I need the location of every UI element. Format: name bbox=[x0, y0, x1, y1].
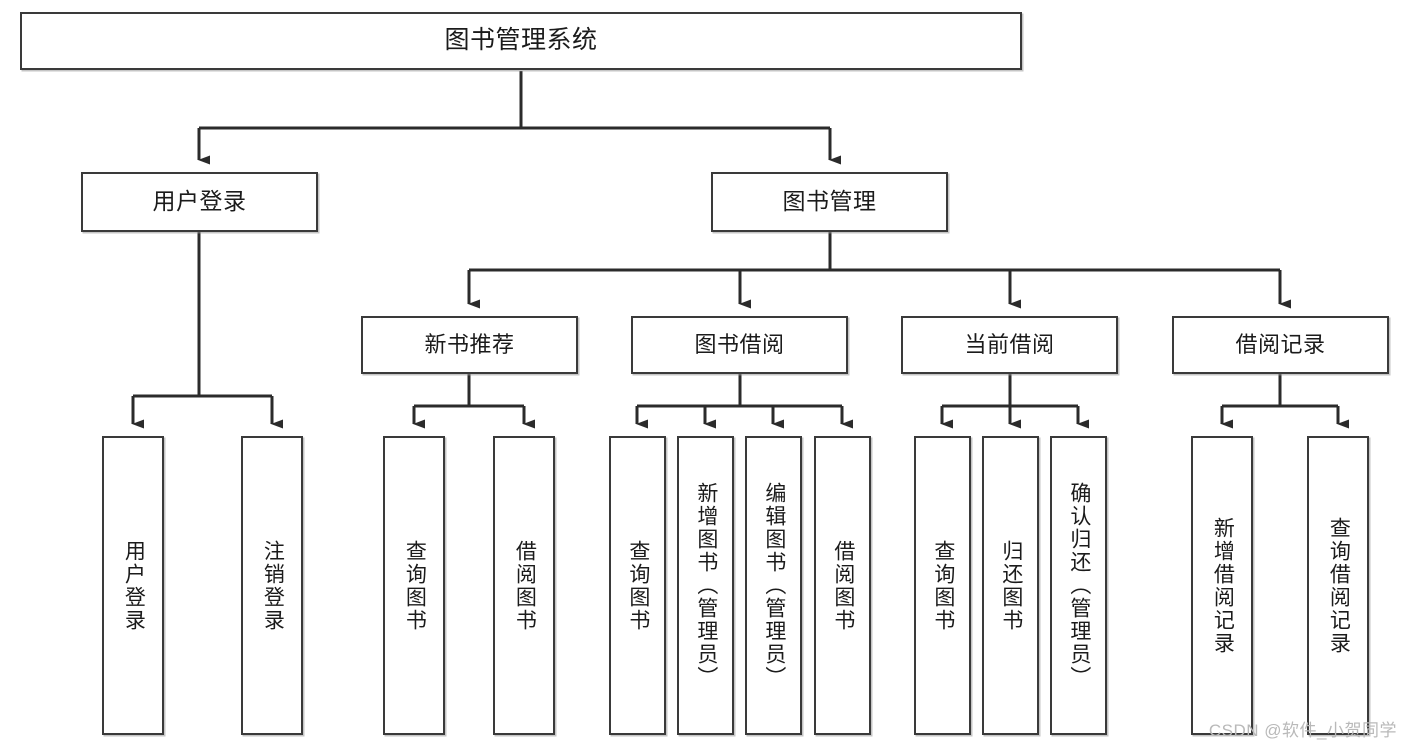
leaf-current-borrow-confirm-label: 确认归还（管理员） bbox=[1067, 482, 1091, 689]
node-book-borrow[interactable]: 图书借阅 bbox=[631, 316, 848, 374]
leaf-book-borrow-query-label: 查询图书 bbox=[626, 539, 650, 632]
leaf-records-query[interactable]: 查询借阅记录 bbox=[1307, 436, 1369, 735]
leaf-records-query-label: 查询借阅记录 bbox=[1327, 516, 1351, 655]
leaf-user-login-login[interactable]: 用户登录 bbox=[102, 436, 164, 735]
leaf-new-book-borrow[interactable]: 借阅图书 bbox=[493, 436, 555, 735]
leaf-book-borrow-borrow[interactable]: 借阅图书 bbox=[814, 436, 871, 735]
leaf-book-borrow-edit[interactable]: 编辑图书（管理员） bbox=[745, 436, 802, 735]
node-new-book-recommend-label: 新书推荐 bbox=[424, 332, 515, 358]
leaf-new-book-query-label: 查询图书 bbox=[403, 539, 427, 632]
node-book-management-label: 图书管理 bbox=[782, 188, 877, 215]
leaf-book-borrow-add-label: 新增图书（管理员） bbox=[694, 482, 718, 689]
leaf-book-borrow-edit-label: 编辑图书（管理员） bbox=[762, 482, 786, 689]
leaf-book-borrow-query[interactable]: 查询图书 bbox=[609, 436, 666, 735]
leaf-book-borrow-add[interactable]: 新增图书（管理员） bbox=[677, 436, 734, 735]
node-current-borrow[interactable]: 当前借阅 bbox=[901, 316, 1118, 374]
node-new-book-recommend[interactable]: 新书推荐 bbox=[361, 316, 578, 374]
node-borrow-records-label: 借阅记录 bbox=[1235, 332, 1326, 358]
node-book-borrow-label: 图书借阅 bbox=[694, 332, 785, 358]
node-book-management[interactable]: 图书管理 bbox=[711, 172, 948, 232]
node-root-label: 图书管理系统 bbox=[444, 26, 598, 55]
leaf-current-borrow-confirm[interactable]: 确认归还（管理员） bbox=[1050, 436, 1107, 735]
leaf-user-login-logout[interactable]: 注销登录 bbox=[241, 436, 303, 735]
node-current-borrow-label: 当前借阅 bbox=[964, 332, 1055, 358]
leaf-user-login-login-label: 用户登录 bbox=[122, 539, 146, 632]
leaf-current-borrow-return-label: 归还图书 bbox=[999, 539, 1023, 632]
node-user-login-label: 用户登录 bbox=[152, 188, 247, 215]
leaf-records-add[interactable]: 新增借阅记录 bbox=[1191, 436, 1253, 735]
leaf-current-borrow-return[interactable]: 归还图书 bbox=[982, 436, 1039, 735]
leaf-records-add-label: 新增借阅记录 bbox=[1211, 516, 1235, 655]
leaf-book-borrow-borrow-label: 借阅图书 bbox=[831, 539, 855, 632]
leaf-new-book-borrow-label: 借阅图书 bbox=[513, 539, 537, 632]
csdn-watermark: CSDN @软件_小贺同学 bbox=[1208, 721, 1397, 740]
node-user-login[interactable]: 用户登录 bbox=[81, 172, 318, 232]
leaf-current-borrow-query-label: 查询图书 bbox=[931, 539, 955, 632]
leaf-user-login-logout-label: 注销登录 bbox=[261, 539, 285, 632]
node-root-system[interactable]: 图书管理系统 bbox=[20, 12, 1022, 70]
leaf-current-borrow-query[interactable]: 查询图书 bbox=[914, 436, 971, 735]
leaf-new-book-query[interactable]: 查询图书 bbox=[383, 436, 445, 735]
node-borrow-records[interactable]: 借阅记录 bbox=[1172, 316, 1389, 374]
